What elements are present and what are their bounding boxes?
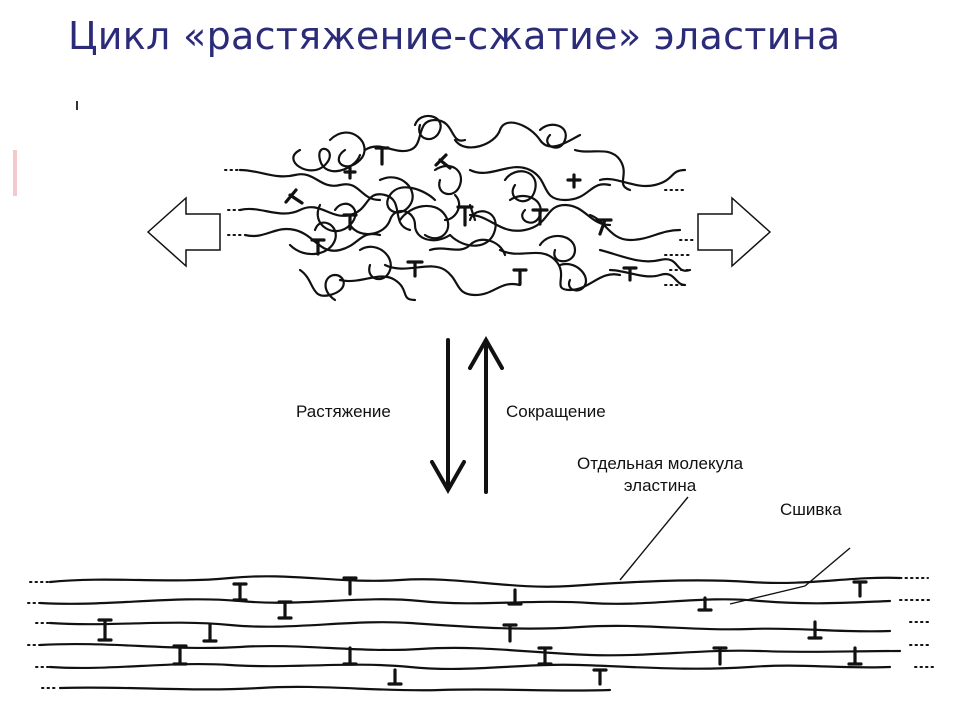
contraction-label: Сокращение [506,402,606,422]
hollow-right-arrow-icon [698,198,770,266]
up-arrow-icon [470,340,502,492]
down-arrow-icon [432,340,464,490]
fiber-dotted-ends [28,578,933,688]
stretch-label: Растяжение [296,402,391,422]
stretched-elastin-fibers [40,576,900,690]
molecule-label: Отдельная молекула эластина [577,453,743,497]
crosslink-label: Сшивка [780,500,842,520]
hollow-left-arrow-icon [148,198,220,266]
molecule-leader-line [620,497,688,580]
